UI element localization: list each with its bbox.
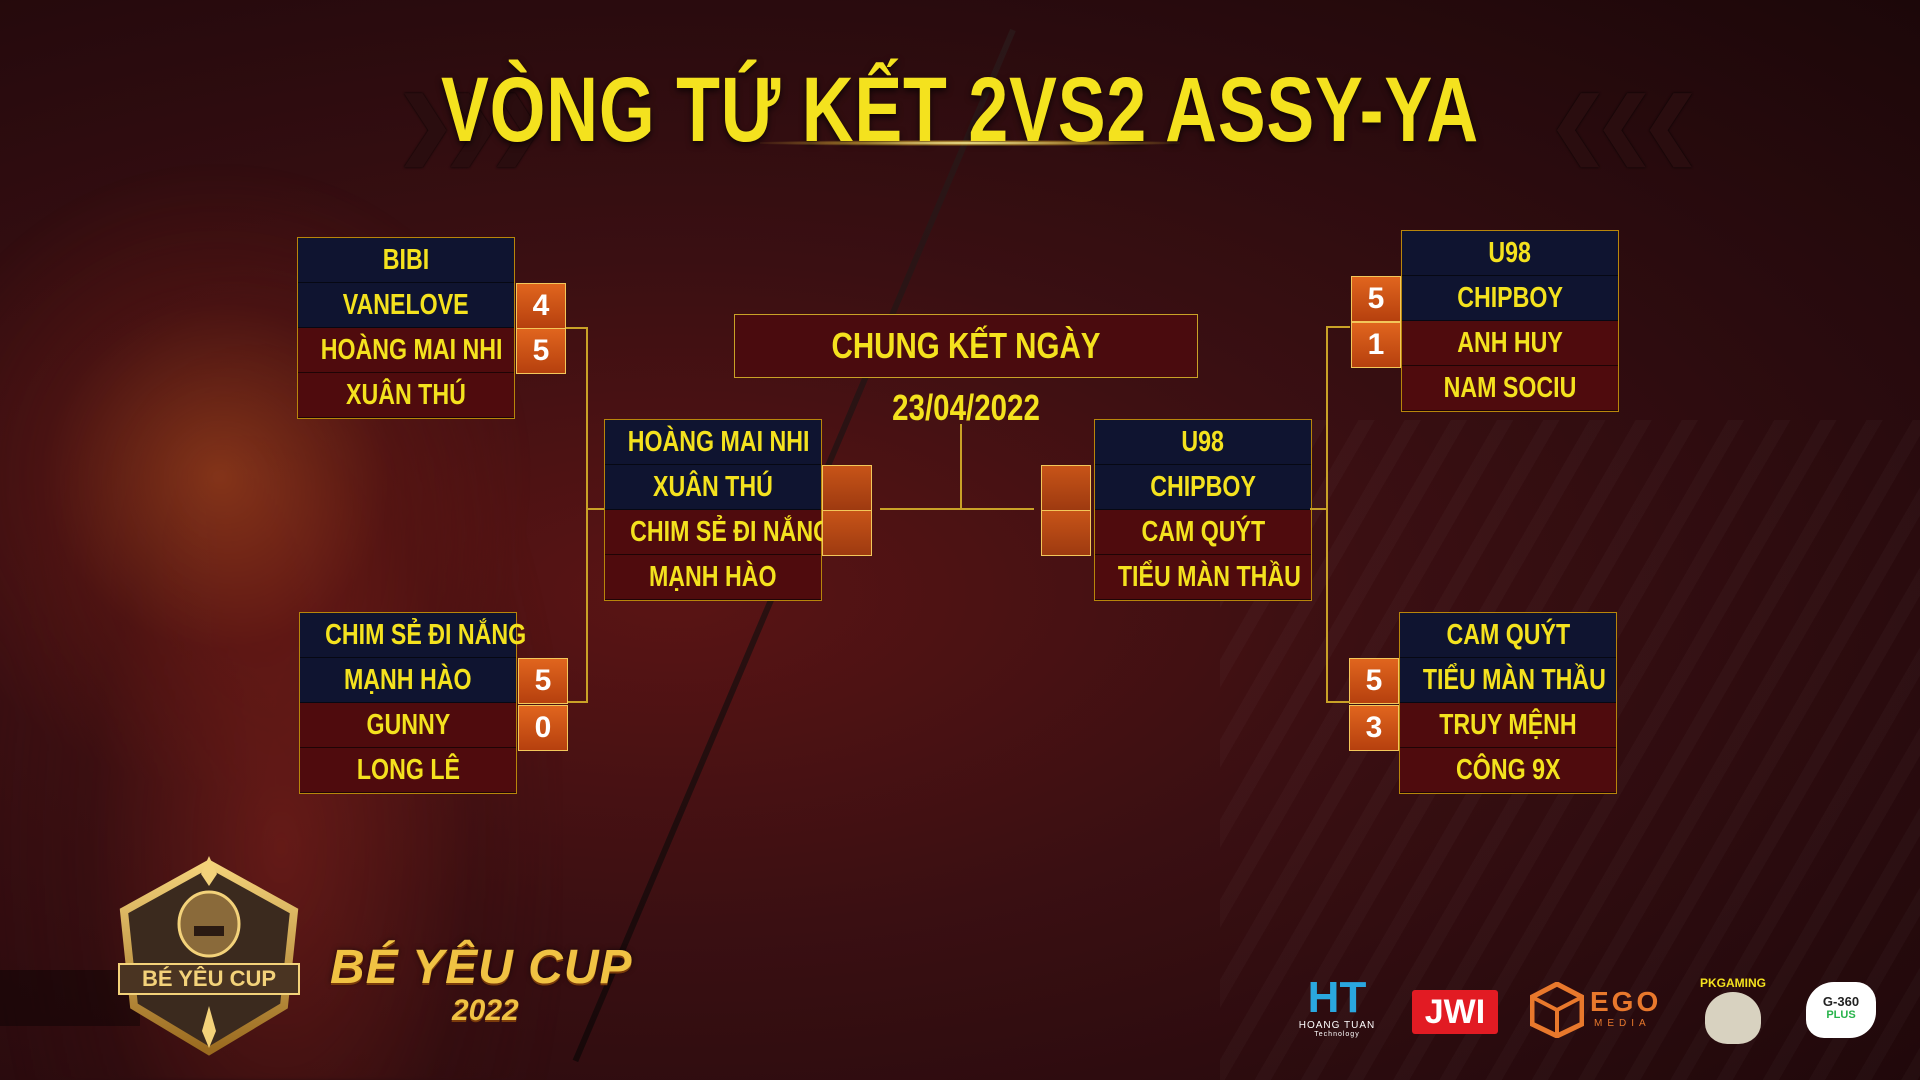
cup-badge-logo: BÉ YÊU CUP	[118, 856, 300, 1056]
cup-name: BÉ YÊU CUP	[330, 941, 633, 994]
player-name: CHIPBOY	[1095, 465, 1311, 510]
player-name: MẠNH HÀO	[605, 555, 821, 600]
bracket-line	[586, 508, 604, 510]
bracket-line	[960, 424, 962, 509]
match-qf-top-left: BIBI VANELOVE HOÀNG MAI NHI XUÂN THÚ	[297, 237, 515, 419]
sponsor-jwi-logo: JWI	[1412, 990, 1498, 1034]
player-name: GUNNY	[300, 703, 516, 748]
final-date-banner: CHUNG KẾT NGÀY 23/04/2022	[734, 314, 1198, 428]
player-name: U98	[1402, 231, 1618, 276]
player-name: MẠNH HÀO	[300, 658, 516, 703]
player-name: HOÀNG MAI NHI	[298, 328, 514, 373]
player-name: CHIM SẺ ĐI NẮNG	[605, 510, 831, 555]
title-banner: ❯❯❯ VÒNG TỨ KẾT 2VS2 ASSY-YA ❮❮❮	[0, 58, 1920, 178]
bracket-line	[1326, 701, 1350, 703]
match-sf-right: U98 CHIPBOY CAM QUÝT TIỂU MÀN THẦU	[1094, 419, 1312, 601]
score-badge-empty	[1041, 465, 1091, 511]
bracket-line	[566, 327, 588, 329]
player-name: TRUY MỆNH	[1400, 703, 1616, 748]
title-glow	[760, 140, 1180, 146]
player-name: U98	[1095, 420, 1311, 465]
score-badge-empty	[1041, 510, 1091, 556]
bracket-line	[1310, 508, 1328, 510]
score-badge: 0	[518, 705, 568, 751]
bracket-line	[1326, 326, 1328, 703]
chevrons-left-icon: ❮❮❮	[1548, 85, 1701, 165]
match-sf-left: HOÀNG MAI NHI XUÂN THÚ CHIM SẺ ĐI NẮNG M…	[604, 419, 831, 601]
player-name: XUÂN THÚ	[298, 373, 514, 418]
score-badge: 1	[1351, 322, 1401, 368]
match-qf-bottom-right: CAM QUÝT TIỂU MÀN THẦU TRUY MỆNH CÔNG 9X	[1399, 612, 1617, 794]
page-title: VÒNG TỨ KẾT 2VS2 ASSY-YA	[440, 59, 1480, 161]
match-qf-top-right: U98 CHIPBOY ANH HUY NAM SOCIU	[1401, 230, 1619, 412]
sponsor-ego-media-logo: EGO MEDIA	[1530, 976, 1670, 1046]
player-name: XUÂN THÚ	[605, 465, 821, 510]
bracket-line	[568, 701, 588, 703]
player-name: NAM SOCIU	[1402, 366, 1618, 411]
cube-icon	[1530, 982, 1584, 1038]
score-badge: 3	[1349, 705, 1399, 751]
score-badge-empty	[822, 510, 872, 556]
score-badge: 4	[516, 283, 566, 329]
player-name: CAM QUÝT	[1400, 613, 1616, 658]
svg-text:BÉ YÊU CUP: BÉ YÊU CUP	[142, 966, 276, 991]
score-badge: 5	[518, 658, 568, 704]
player-name: BIBI	[298, 238, 514, 283]
player-name: TIỂU MÀN THẦU	[1400, 658, 1616, 703]
sponsor-hoang-tuan-logo: HT HOANG TUAN Technology	[1298, 973, 1376, 1039]
bracket-line	[586, 327, 588, 703]
bulldog-icon	[1705, 992, 1761, 1044]
sponsor-pkgaming-logo: PKGAMING	[1696, 976, 1770, 1046]
bracket-line	[1326, 326, 1350, 328]
match-qf-bottom-left: CHIM SẺ ĐI NẮNG MẠNH HÀO GUNNY LONG LÊ	[299, 612, 526, 794]
player-name: VANELOVE	[298, 283, 514, 328]
player-name: ANH HUY	[1402, 321, 1618, 366]
bracket-line	[880, 508, 1034, 510]
brand-bar	[0, 970, 140, 1026]
cup-year: 2022	[452, 994, 519, 1027]
player-name: CHIM SẺ ĐI NẮNG	[300, 613, 526, 658]
player-name: TIỂU MÀN THẦU	[1095, 555, 1311, 600]
score-badge: 5	[1349, 658, 1399, 704]
player-name: CÔNG 9X	[1400, 748, 1616, 793]
sponsor-g360-plus-logo: G-360 PLUS	[1806, 982, 1876, 1038]
player-name: LONG LÊ	[300, 748, 516, 793]
player-name: CAM QUÝT	[1095, 510, 1311, 555]
player-name: CHIPBOY	[1402, 276, 1618, 321]
player-name: HOÀNG MAI NHI	[605, 420, 821, 465]
score-badge: 5	[1351, 276, 1401, 322]
score-badge: 5	[516, 328, 566, 374]
score-badge-empty	[822, 465, 872, 511]
chevrons-right-icon: ❯❯❯	[395, 85, 548, 165]
